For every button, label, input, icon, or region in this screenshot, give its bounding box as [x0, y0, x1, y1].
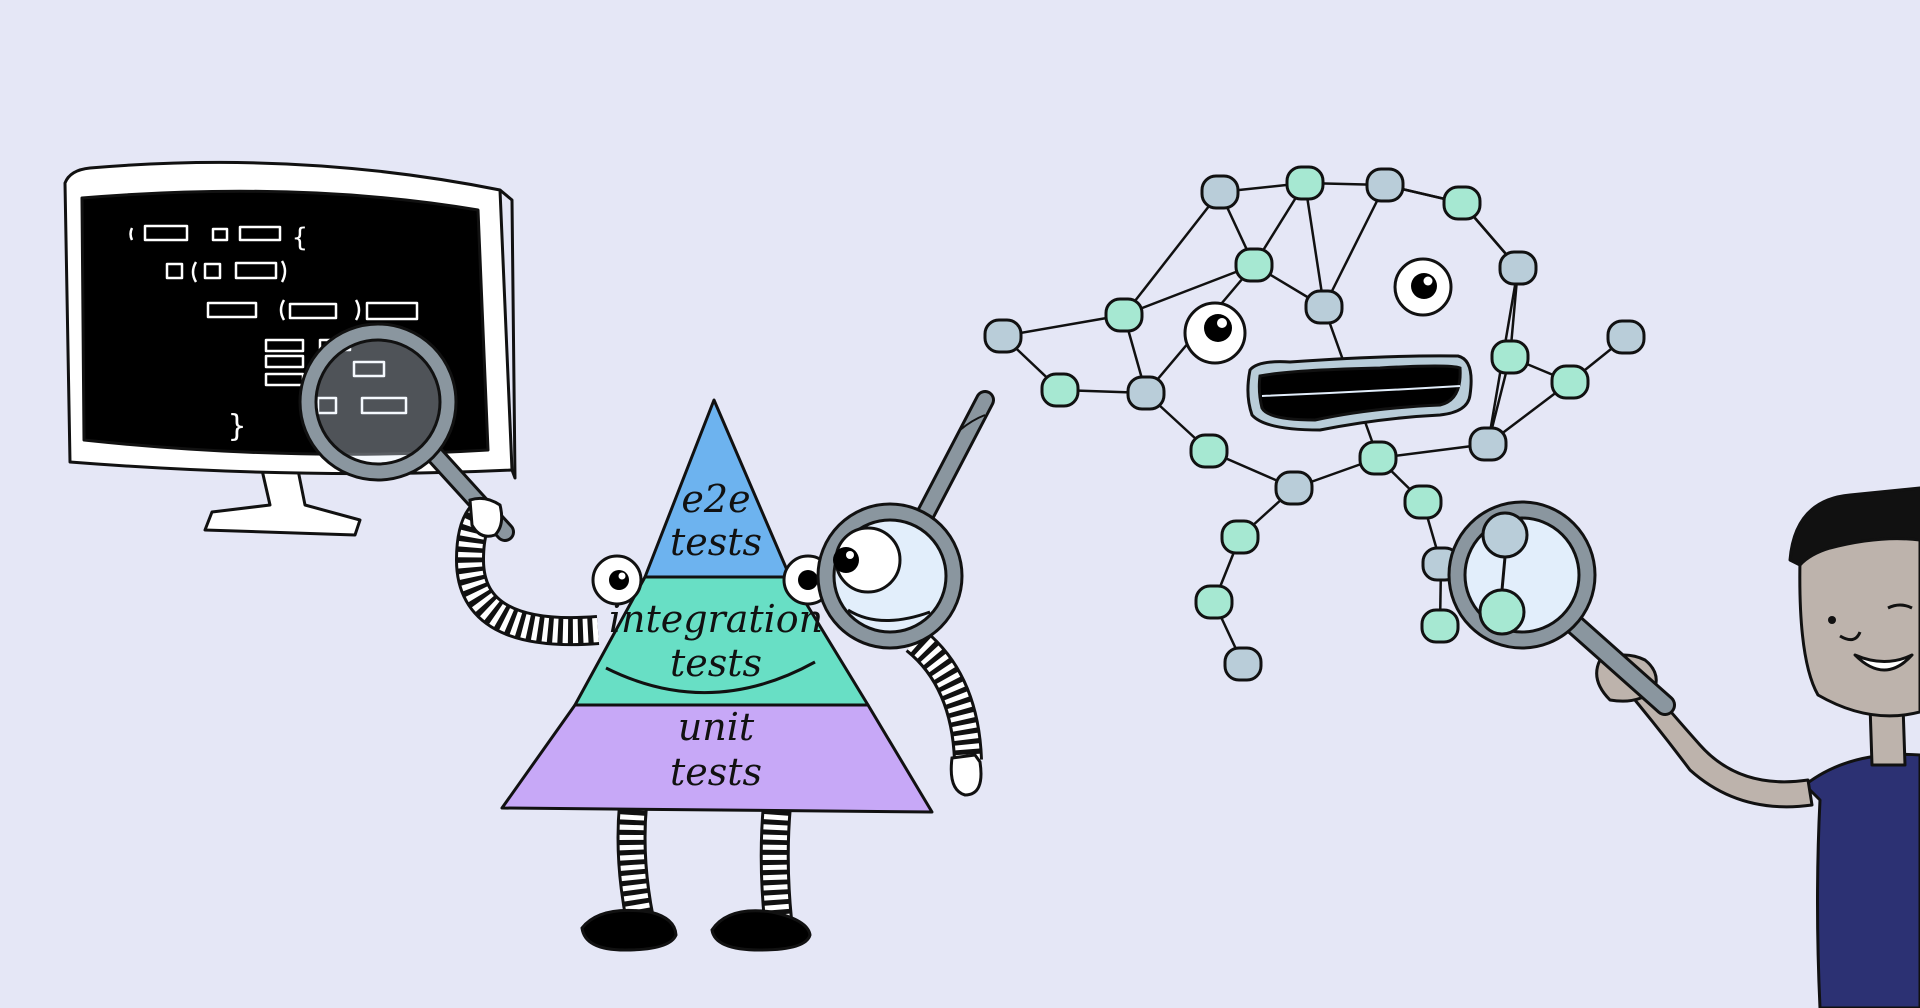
e2e-label-line2: tests: [670, 520, 762, 564]
graph-node: [1200, 174, 1240, 210]
graph-node: [1365, 167, 1405, 203]
graph-node: [1285, 165, 1325, 201]
graph-node: [1498, 250, 1538, 286]
pyramid-right-hand: [949, 753, 983, 797]
graph-node: [1189, 433, 1229, 469]
graph-node: [1040, 372, 1080, 408]
integration-label-line2: tests: [670, 641, 762, 685]
graph-node: [1468, 426, 1508, 462]
graph-node: [1442, 185, 1482, 221]
graph-edge: [1123, 191, 1221, 316]
graph-node: [1194, 584, 1234, 620]
person-icon: [1595, 486, 1920, 1008]
graph-node: [1274, 470, 1314, 506]
right-leg: [759, 803, 793, 922]
code-close-brace: }: [228, 409, 246, 444]
unit-label-line2: tests: [670, 750, 762, 794]
left-leg: [616, 803, 655, 923]
graph-node: [1358, 440, 1398, 476]
pyramid-character: e2e tests integration tests unit tests: [454, 398, 983, 952]
network-left-eye: [1183, 301, 1247, 365]
graph-node: [1420, 608, 1460, 644]
code-lines: [129, 224, 419, 415]
network-right-eye: [1393, 257, 1453, 317]
pyramid-left-eye: [591, 554, 643, 606]
tier-unit: [500, 703, 934, 814]
graph-node: [1490, 339, 1530, 375]
pyramid-smile: [605, 660, 816, 694]
unit-label-line1: unit: [678, 705, 755, 749]
integration-label-line1: integration: [609, 597, 823, 641]
graph-edge: [1303, 182, 1326, 308]
network-mouth: [1246, 354, 1473, 432]
graph-node: [1550, 364, 1590, 400]
graph-node: [1234, 247, 1274, 283]
graph-node: [983, 318, 1023, 354]
graph-edge: [1322, 184, 1387, 308]
magnifying-glass-icon: [816, 390, 995, 650]
graph-edge: [1002, 313, 1125, 338]
right-shoe: [710, 909, 812, 952]
graph-node: [1403, 484, 1443, 520]
graph-node: [1126, 375, 1166, 411]
graph-edge: [1123, 263, 1255, 317]
left-shoe: [580, 908, 678, 952]
graph-node: [1223, 646, 1263, 682]
graph-node: [1220, 519, 1260, 555]
graph-node: [1304, 289, 1344, 325]
right-lower-arm: [905, 628, 983, 761]
code-open-brace: {: [292, 223, 308, 253]
magnifying-glass-icon: [1447, 500, 1676, 716]
magnifying-glass-icon: [298, 322, 515, 542]
graph-node: [1606, 319, 1646, 355]
graph-node: [1104, 297, 1144, 333]
monitor-icon: { }: [63, 160, 517, 537]
e2e-label-line1: e2e: [681, 477, 750, 521]
